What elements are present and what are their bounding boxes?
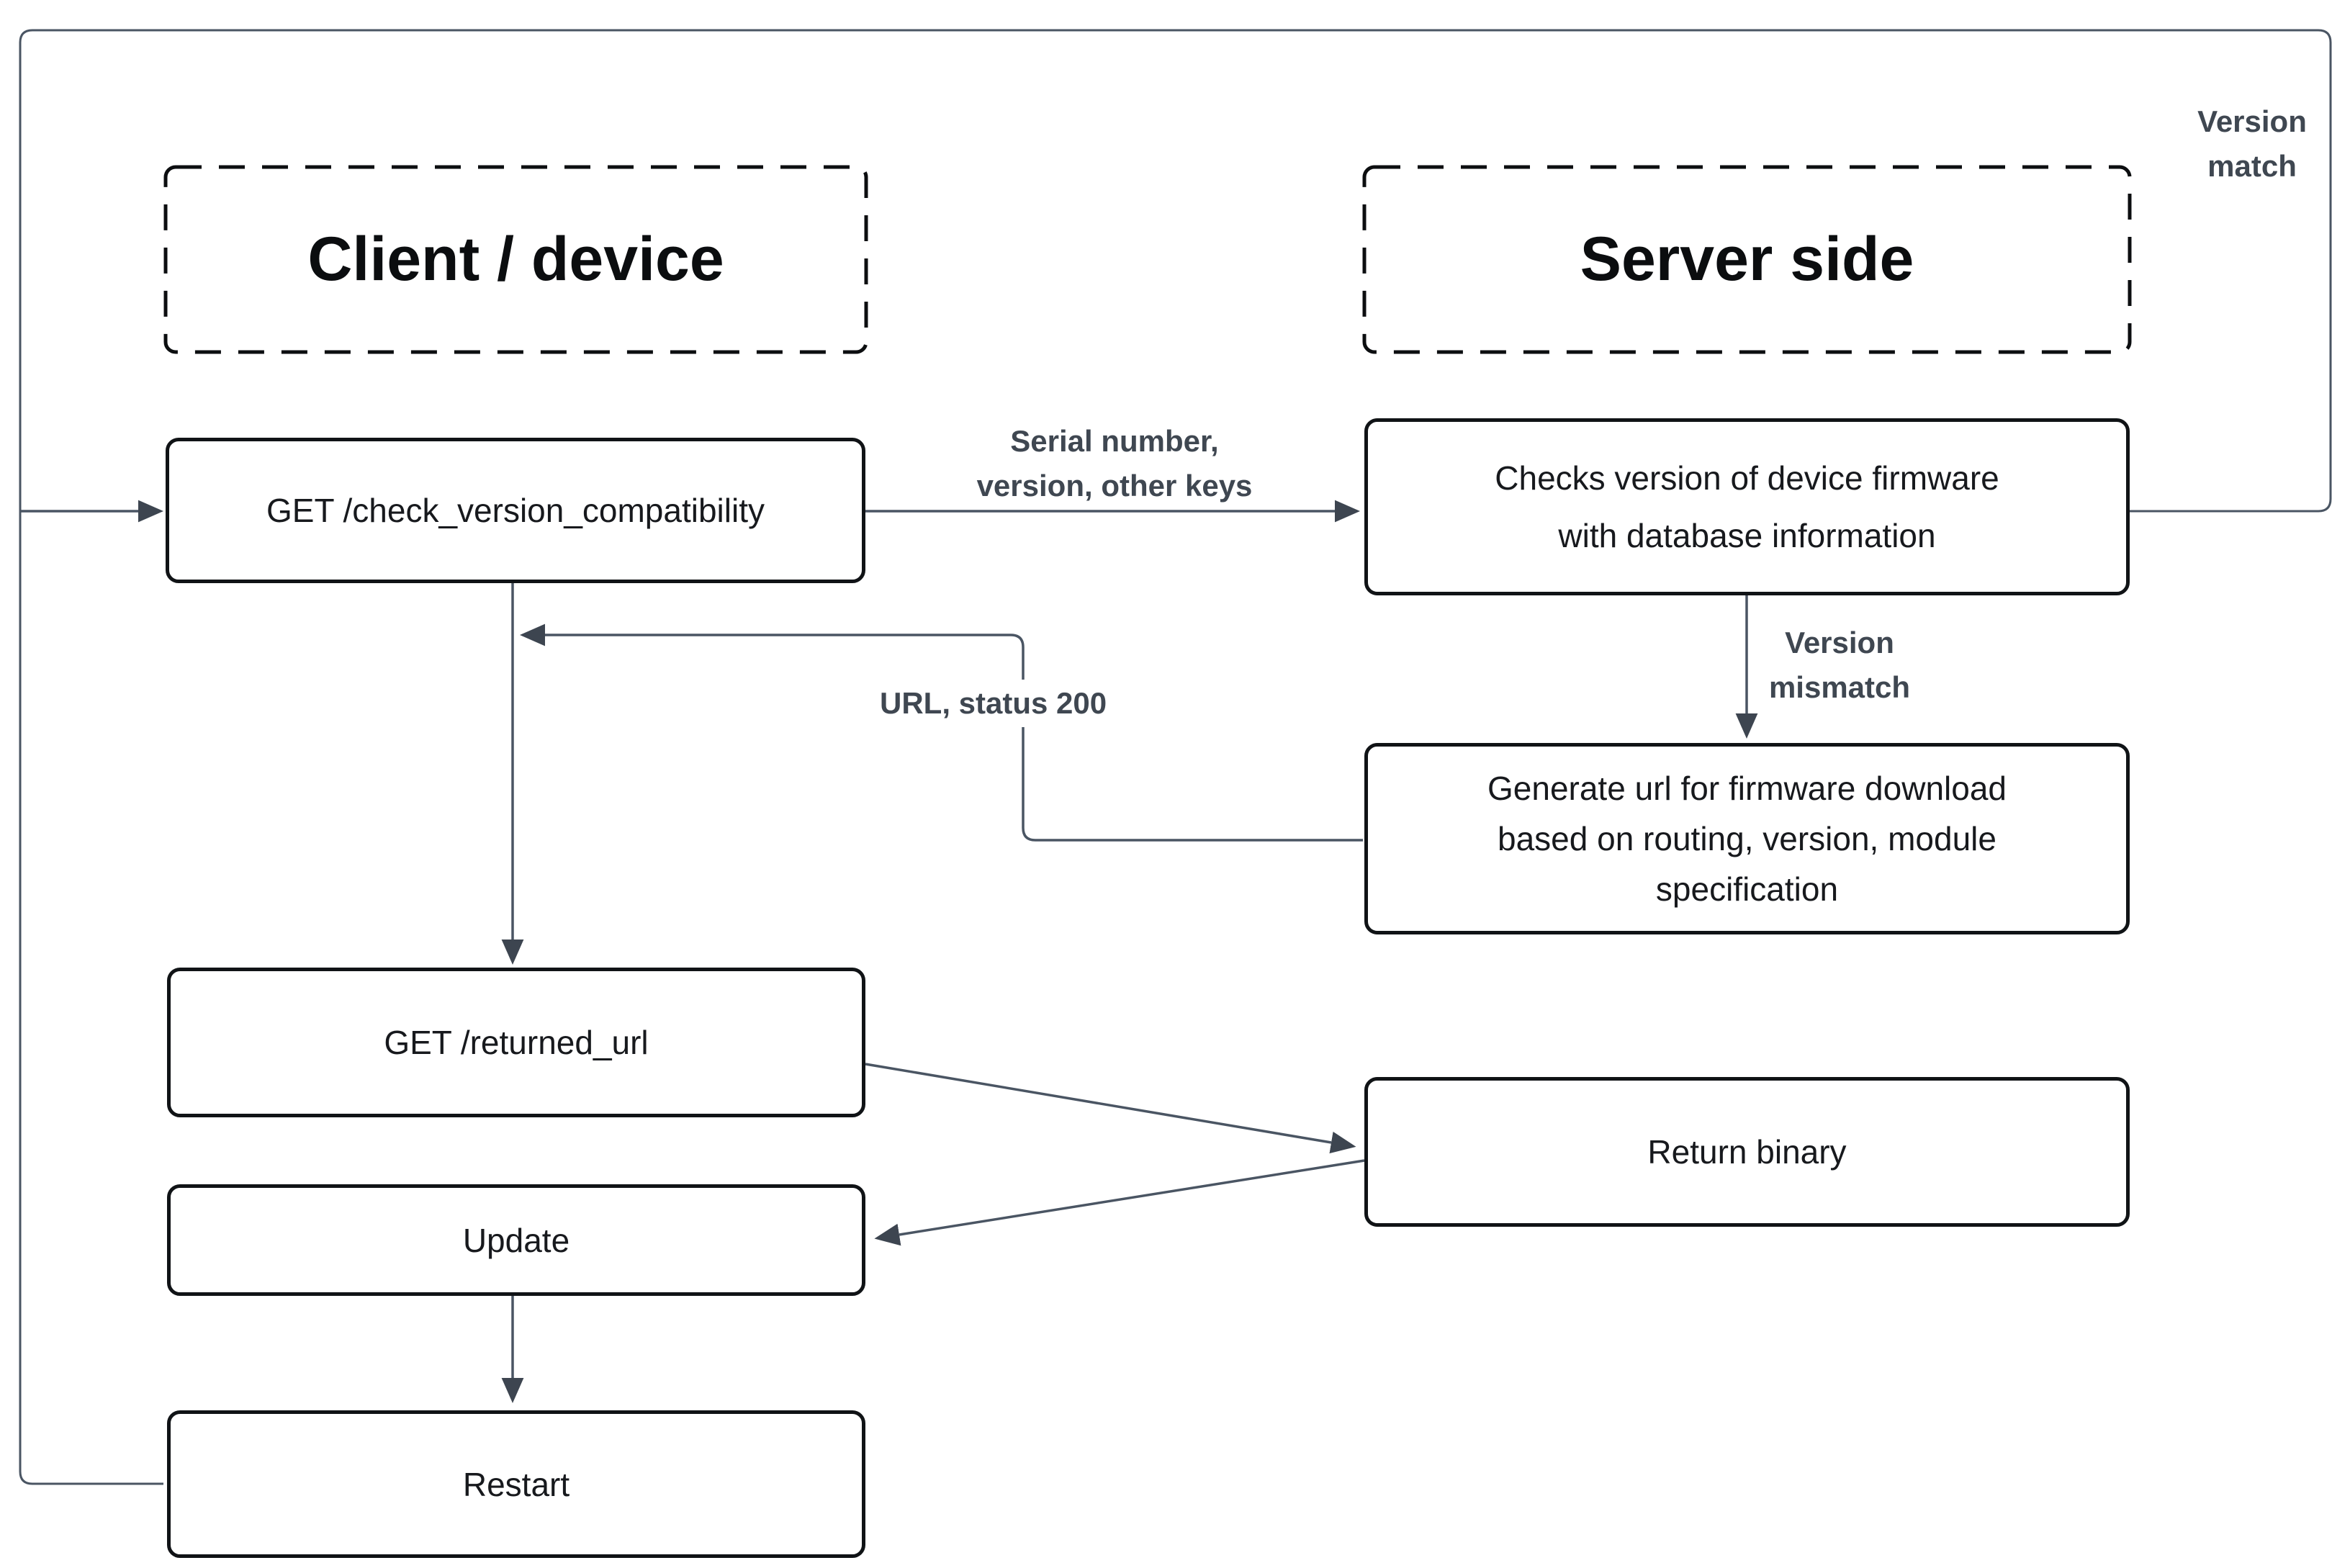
edge-label-version-match-line1: Version [2197, 104, 2307, 138]
node-get-returned-url-label: GET /returned_url [384, 1024, 649, 1061]
group-server-side-label: Server side [1580, 225, 1914, 294]
edge-url-status-200 [520, 623, 1363, 842]
edge-label-version-mismatch-line2: mismatch [1768, 670, 1911, 704]
client-group-box [163, 165, 868, 354]
edge-label-serial-number-line2: version, other keys [976, 469, 1253, 503]
node-restart: Restart [167, 1410, 865, 1558]
edge-label-version-match-line2: match [2207, 149, 2297, 183]
node-generate-url-line3: specification [1655, 870, 1839, 908]
edge-binary-to-update [874, 1159, 1365, 1246]
node-checks-version: Checks version of device firmware with d… [1364, 418, 2130, 595]
edge-version-match-loop [19, 29, 2332, 1485]
node-return-binary: Return binary [1364, 1077, 2130, 1227]
group-client-device: Client / device [166, 167, 866, 352]
edge-label-url-status-200: URL, status 200 [870, 680, 1117, 727]
node-update: Update [167, 1184, 865, 1296]
edge-label-serial-number: Serial number, version, other keys [899, 419, 1331, 508]
node-get-returned-url: GET /returned_url [167, 968, 865, 1117]
edge-label-version-mismatch-line1: Version [1785, 626, 1894, 659]
edge-label-serial-number-line1: Serial number, [1010, 424, 1219, 458]
node-restart-label: Restart [462, 1465, 570, 1503]
server-group-box [1362, 165, 2132, 354]
node-update-label: Update [462, 1221, 570, 1259]
edge-label-version-match: Version match [2122, 99, 2350, 189]
group-server-side: Server side [1364, 167, 2130, 352]
edge-returned-url-to-binary [865, 1063, 1356, 1154]
node-generate-url: Generate url for firmware download based… [1364, 743, 2130, 934]
group-client-device-label: Client / device [307, 225, 724, 294]
edge-label-url-status-200-text: URL, status 200 [880, 686, 1107, 720]
node-generate-url-line1: Generate url for firmware download [1487, 770, 2007, 807]
node-generate-url-line2: based on routing, version, module [1498, 820, 1996, 857]
node-checks-version-line2: with database information [1558, 517, 1936, 554]
node-check-version-compatibility: GET /check_version_compatibility [166, 438, 865, 583]
edge-label-version-mismatch: Version mismatch [1760, 621, 1919, 710]
node-check-version-compatibility-label: GET /check_version_compatibility [266, 492, 765, 529]
node-return-binary-label: Return binary [1647, 1133, 1847, 1171]
node-checks-version-line1: Checks version of device firmware [1495, 459, 1999, 497]
